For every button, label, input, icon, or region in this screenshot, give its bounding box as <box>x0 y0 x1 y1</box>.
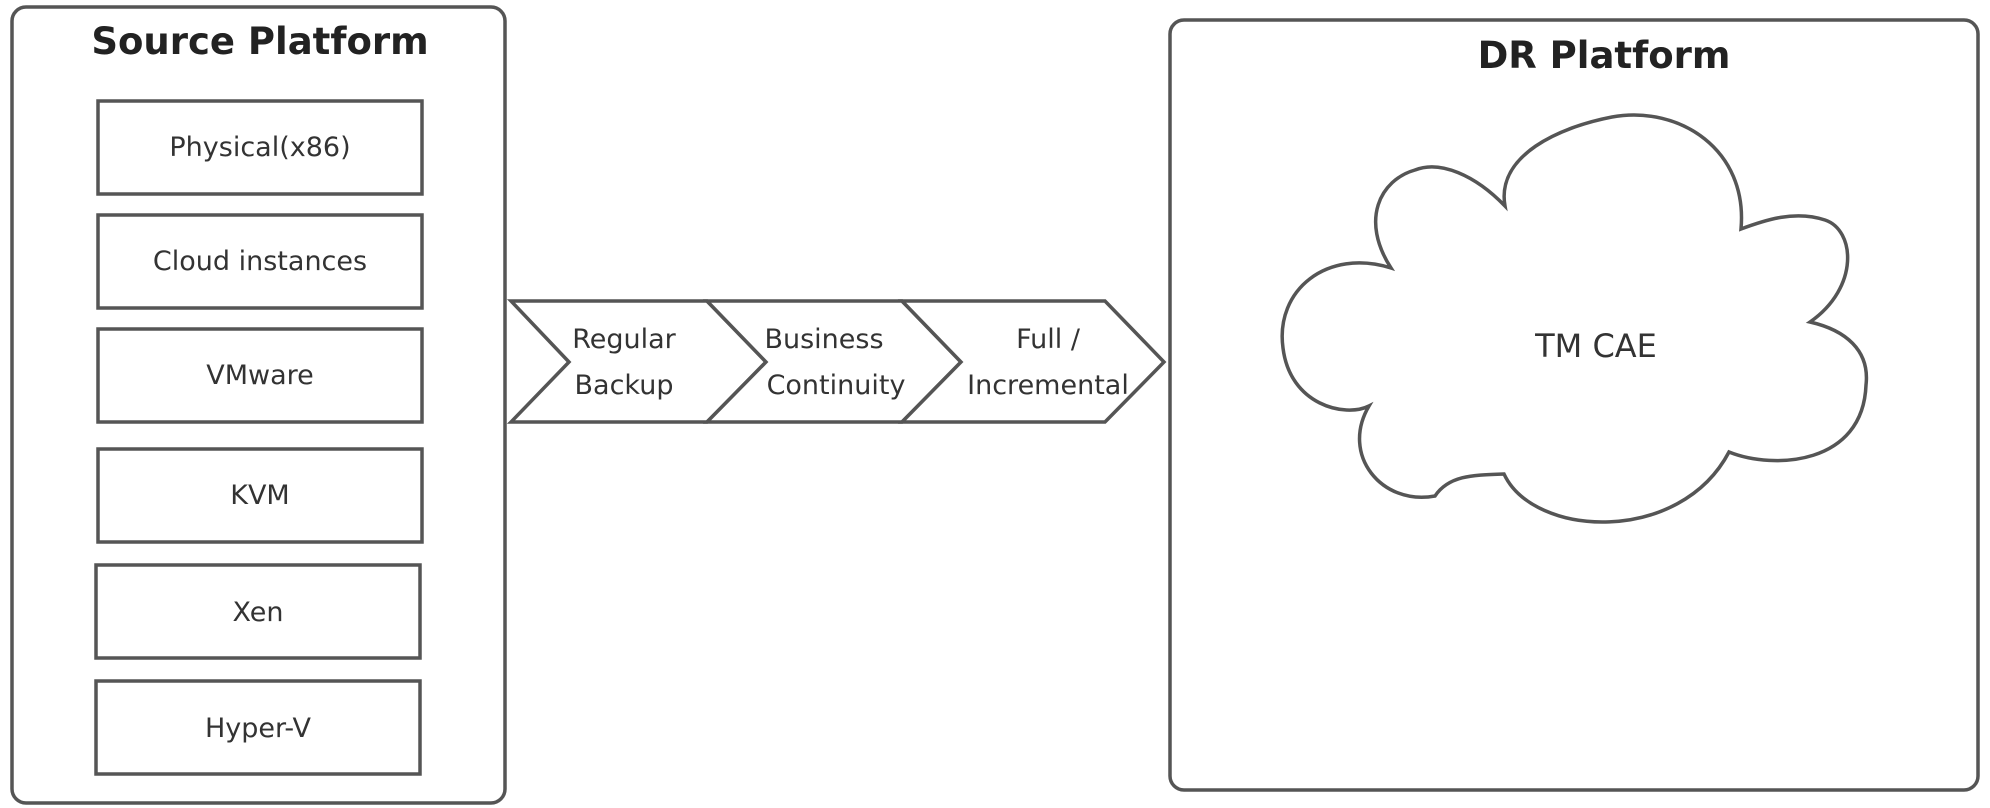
source-item-label: Hyper-V <box>205 713 312 744</box>
cloud-label: TM CAE <box>1534 327 1657 365</box>
source-item-kvm: KVM <box>96 447 424 544</box>
pipeline-step-business-continuity: Business Continuity <box>702 299 964 424</box>
source-item-physical: Physical(x86) <box>96 99 424 196</box>
pipeline: Regular Backup Business Continuity Full … <box>506 299 1167 424</box>
cloud-icon <box>1280 113 1869 524</box>
source-platform-panel: Source Platform Physical(x86) Cloud inst… <box>10 5 507 805</box>
source-platform-title: Source Platform <box>91 20 428 63</box>
source-item-box <box>94 679 422 776</box>
source-item-xen: Xen <box>94 563 422 660</box>
chevron-label-line2: Continuity <box>767 370 906 401</box>
chevron-label-line1: Full / <box>1016 324 1081 355</box>
dr-platform-title: DR Platform <box>1478 34 1731 77</box>
chevron-label-line1: Business <box>764 324 883 355</box>
source-item-label: Xen <box>232 597 283 628</box>
source-item-hyper-v: Hyper-V <box>94 679 422 776</box>
dr-platform-panel: DR Platform TM CAE <box>1168 18 1980 792</box>
chevron-label-line1: Regular <box>572 324 676 355</box>
source-item-label: KVM <box>230 480 289 511</box>
source-item-label: Physical(x86) <box>169 132 350 163</box>
source-item-box <box>94 563 422 660</box>
source-item-vmware: VMware <box>96 327 424 424</box>
source-item-label: Cloud instances <box>153 246 367 277</box>
source-item-cloud-instances: Cloud instances <box>96 213 424 310</box>
cloud-shape-group: TM CAE <box>1280 113 1869 524</box>
source-item-box <box>96 447 424 544</box>
pipeline-step-regular-backup: Regular Backup <box>506 299 769 424</box>
source-item-box <box>96 213 424 310</box>
source-item-box <box>96 327 424 424</box>
chevron-shape <box>897 299 1167 424</box>
source-item-label: VMware <box>206 360 314 391</box>
chevron-label-line2: Incremental <box>967 370 1129 401</box>
source-item-box <box>96 99 424 196</box>
chevron-label-line2: Backup <box>575 370 674 401</box>
pipeline-step-full-incremental: Full / Incremental <box>897 299 1167 424</box>
